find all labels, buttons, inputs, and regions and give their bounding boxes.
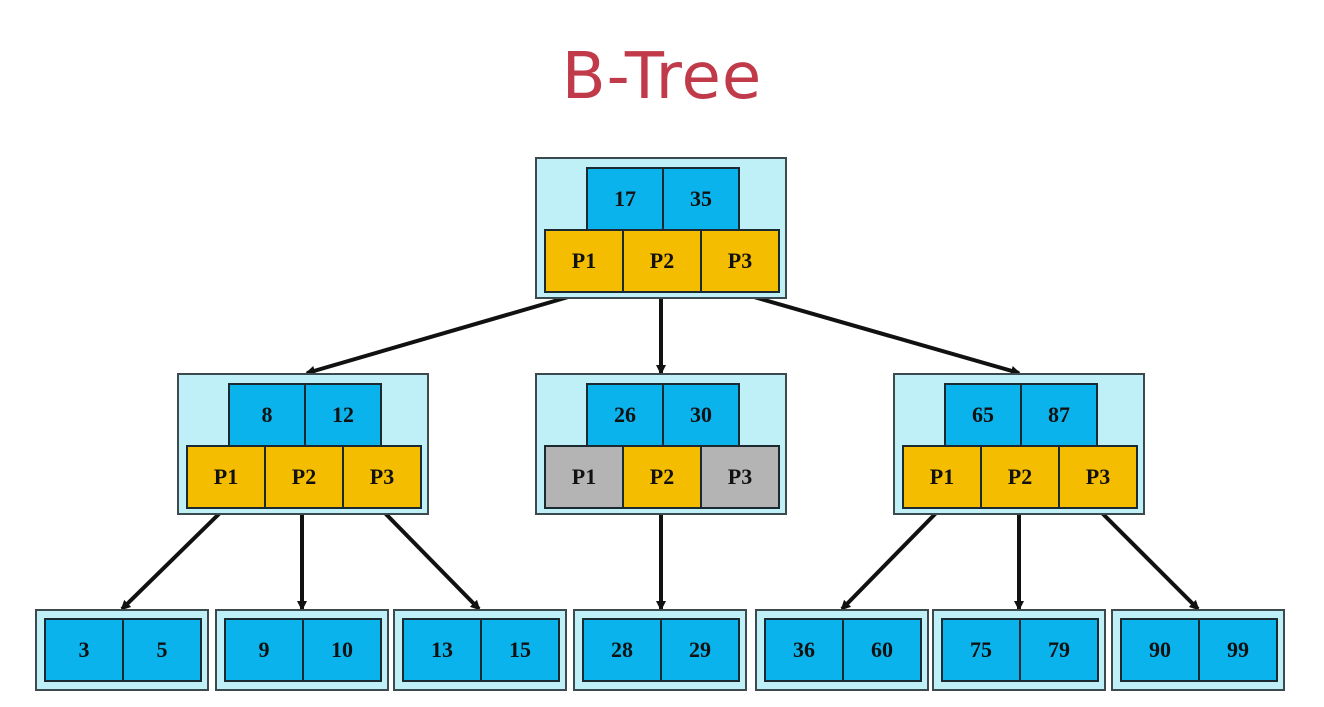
leaf-6-key-2: 79 (1019, 618, 1099, 682)
leaf-node-5: 36 60 (755, 609, 929, 691)
leaf-1-key-1: 3 (44, 618, 124, 682)
internal-2-key-1: 26 (586, 383, 664, 447)
leaf-node-1: 3 5 (35, 609, 209, 691)
arrow-internal-3-p3-to-leaf-7 (1096, 507, 1200, 611)
leaf-node-4: 28 29 (573, 609, 747, 691)
diagram-title: B-Tree (561, 40, 763, 114)
internal-2-pointer-2: P2 (622, 445, 702, 509)
leaf-3-key-1: 13 (402, 618, 482, 682)
leaf-3-key-2: 15 (480, 618, 560, 682)
leaf-7-key-1: 90 (1120, 618, 1200, 682)
internal-node-2: 26 30 P1 P2 P3 (535, 373, 787, 515)
leaf-node-6: 75 79 (932, 609, 1106, 691)
leaf-1-key-2: 5 (122, 618, 202, 682)
arrow-internal-3-p1-to-leaf-5 (840, 507, 942, 611)
leaf-4-key-2: 29 (660, 618, 740, 682)
leaf-6-key-1: 75 (941, 618, 1021, 682)
internal-3-pointer-1: P1 (902, 445, 982, 509)
root-pointer-2: P2 (622, 229, 702, 293)
internal-node-3: 65 87 P1 P2 P3 (893, 373, 1145, 515)
internal-2-pointer-3: P3 (700, 445, 780, 509)
arrow-internal-1-p3-to-leaf-3 (379, 507, 481, 611)
internal-1-key-1: 8 (228, 383, 306, 447)
leaf-node-3: 13 15 (393, 609, 567, 691)
internal-1-pointer-2: P2 (264, 445, 344, 509)
leaf-node-2: 9 10 (215, 609, 389, 691)
leaf-node-7: 90 99 (1111, 609, 1285, 691)
internal-2-key-2: 30 (662, 383, 740, 447)
internal-3-pointer-2: P2 (980, 445, 1060, 509)
internal-1-pointer-1: P1 (186, 445, 266, 509)
leaf-5-key-2: 60 (842, 618, 922, 682)
leaf-2-key-2: 10 (302, 618, 382, 682)
arrow-internal-1-p1-to-leaf-1 (120, 507, 226, 611)
root-pointer-3: P3 (700, 229, 780, 293)
internal-3-pointer-3: P3 (1058, 445, 1138, 509)
root-key-2: 35 (662, 167, 740, 231)
internal-3-key-1: 65 (944, 383, 1022, 447)
internal-node-1: 8 12 P1 P2 P3 (177, 373, 429, 515)
root-pointer-1: P1 (544, 229, 624, 293)
root-node: 17 35 P1 P2 P3 (535, 157, 787, 299)
leaf-7-key-2: 99 (1198, 618, 1278, 682)
internal-3-key-2: 87 (1020, 383, 1098, 447)
arrow-root-p3-to-internal-3 (739, 291, 1021, 376)
leaf-4-key-1: 28 (582, 618, 662, 682)
internal-1-pointer-3: P3 (342, 445, 422, 509)
internal-1-key-2: 12 (304, 383, 382, 447)
leaf-2-key-1: 9 (224, 618, 304, 682)
arrow-root-p1-to-internal-1 (305, 291, 583, 376)
internal-2-pointer-1: P1 (544, 445, 624, 509)
root-key-1: 17 (586, 167, 664, 231)
leaf-5-key-1: 36 (764, 618, 844, 682)
